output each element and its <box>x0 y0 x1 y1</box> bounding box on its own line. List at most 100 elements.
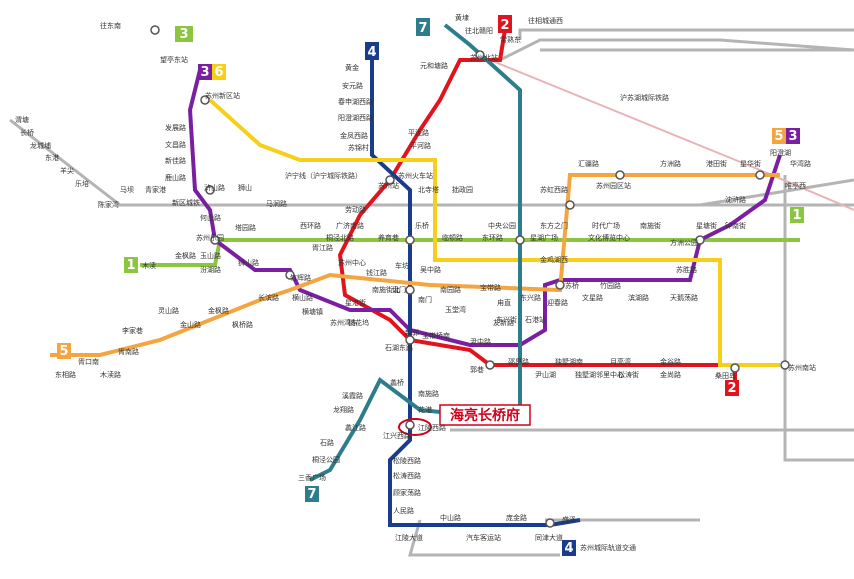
station-label: 羊尖 <box>60 166 74 175</box>
station-label: 狮山 <box>238 183 252 192</box>
station-label: 石湖东路 <box>385 343 413 352</box>
station-label: 中山路 <box>440 513 461 522</box>
station-label: 迎春路 <box>547 298 568 307</box>
station-suhong <box>565 200 575 210</box>
badge-line-2-north: 2 <box>500 18 509 33</box>
station-label: 尹山湖 <box>535 370 556 379</box>
station-label: 方洲路 <box>660 159 681 168</box>
station-label: 乐培 <box>75 179 89 188</box>
railway-label-husuhu: 沪苏湖城际铁路 <box>620 93 669 102</box>
badge-line-3: 3 <box>200 65 209 80</box>
station-xingtang <box>695 235 705 245</box>
badge-line-4-south-bg <box>562 540 576 556</box>
station-label: 邵昂路 <box>508 357 529 366</box>
transfer-stations <box>150 25 790 528</box>
station-jinjihu-xi <box>555 280 565 290</box>
station-label: 花港 <box>418 405 432 414</box>
badge-line-2-south-bg <box>725 380 739 396</box>
station-label: 江陵大道 <box>395 533 423 542</box>
station-label: 江陵西路 <box>418 423 446 432</box>
station-label: 青家港 <box>145 185 166 194</box>
station-label: 金山路 <box>180 320 201 329</box>
station-label: 苏州火车站 <box>398 171 433 180</box>
station-label: 港田街 <box>706 159 727 168</box>
station-label: 独墅湖南 <box>555 357 583 366</box>
station-label: 阳澄湖西路 <box>338 113 373 122</box>
station-label: 马坝 <box>120 185 134 194</box>
station-label: 木渎路 <box>100 370 121 379</box>
station-zhongyang-gongyuan <box>515 235 525 245</box>
station-suzhou-leyuan <box>210 235 220 245</box>
station-label: 苏州乐园 <box>196 233 224 242</box>
station-label: 金枫路 <box>208 306 229 315</box>
station-label: 苏州园区站 <box>596 181 631 190</box>
station-label: 宝带桥南 <box>422 331 450 340</box>
station-label: 新郭 <box>405 328 419 337</box>
railway-labels: 沪宁线（沪宁城际铁路） 苏州北站 沪苏湖城际铁路 <box>285 53 669 180</box>
station-jiangling <box>405 420 415 430</box>
station-label: 独墅湖邻里中心 <box>575 370 624 379</box>
railway-east-vertical <box>783 175 854 462</box>
station-label: 尹中路 <box>470 337 491 346</box>
station-label: 文星路 <box>582 293 603 302</box>
station-label: 唯亭西 <box>785 181 806 190</box>
station-label: 拙政园 <box>452 185 473 194</box>
station-label: 盘门 <box>392 285 406 294</box>
highlight-ring <box>398 418 432 436</box>
railway-north <box>518 28 854 40</box>
station-label: 郭巷 <box>470 365 484 374</box>
line-5-path <box>50 173 780 357</box>
railway-north-3 <box>499 38 854 62</box>
badge-line-7-north-bg <box>416 18 430 36</box>
station-label: 苏虹西路 <box>540 185 568 194</box>
station-label: 苏州新区站 <box>205 91 240 100</box>
station-label: 马涧路 <box>266 199 287 208</box>
station-label: 苏桥 <box>565 281 579 290</box>
station-label: 东相路 <box>55 370 76 379</box>
badge-line-2-south: 2 <box>727 381 736 396</box>
badge-line-2-north-bg <box>498 15 512 33</box>
station-label: 乐桥 <box>415 221 429 230</box>
station-label: 龙城埔 <box>30 141 51 150</box>
badge-line-5-west-bg <box>57 343 71 359</box>
station-label: 同津大道 <box>535 533 563 542</box>
station-label: 胥南路 <box>118 347 139 356</box>
railway-pink <box>489 59 854 211</box>
station-label: 东环路 <box>482 233 503 242</box>
badge-line-5-east: 5 <box>774 129 783 144</box>
station-label: 长滨路 <box>258 293 279 302</box>
station-suzhou-nan <box>780 360 790 370</box>
station-label: 滨湖路 <box>628 293 649 302</box>
station-label: 玉堂湾 <box>445 305 466 314</box>
station-label: 新区城铁 <box>172 198 200 207</box>
badge-line-4-south: 4 <box>564 541 573 556</box>
station-suzhou-zhan <box>385 175 395 185</box>
station-label: 木渎 <box>142 261 156 270</box>
railway-label-suzhoubei: 苏州北站 <box>470 53 498 62</box>
station-label: 松陵西路 <box>393 456 421 465</box>
highlight-callout: 海亮长桥府 <box>439 404 531 426</box>
badge-line-3-east: 3 <box>788 129 797 144</box>
station-label: 南施街 <box>640 221 661 230</box>
station-label: 苏州城际轨道交通 <box>580 543 636 552</box>
station-label: 东兴路 <box>520 293 541 302</box>
station-xinghua <box>755 170 765 180</box>
station-label: 甪直 <box>497 298 511 307</box>
station-label: 南施街北 <box>372 285 400 294</box>
station-baodai <box>405 335 415 345</box>
station-suzhou-yuanqu <box>615 170 625 180</box>
station-label: 月亮湾 <box>610 357 631 366</box>
station-label: 汽车客运站 <box>466 533 501 542</box>
station-label: 三香广场 <box>298 473 326 482</box>
highlight-label: 海亮长桥府 <box>450 407 520 424</box>
line-1-path <box>140 238 800 267</box>
station-label: 桐泾公园 <box>312 455 340 464</box>
station-shengze <box>545 518 555 528</box>
station-label: 渭塘 <box>15 115 29 124</box>
station-label: 苏州南站 <box>788 363 816 372</box>
station-label: 竹园路 <box>600 281 621 290</box>
station-zhuhui <box>285 270 295 280</box>
station-label: 发展路 <box>165 123 186 132</box>
badge-line-5-east-bg <box>772 128 786 144</box>
